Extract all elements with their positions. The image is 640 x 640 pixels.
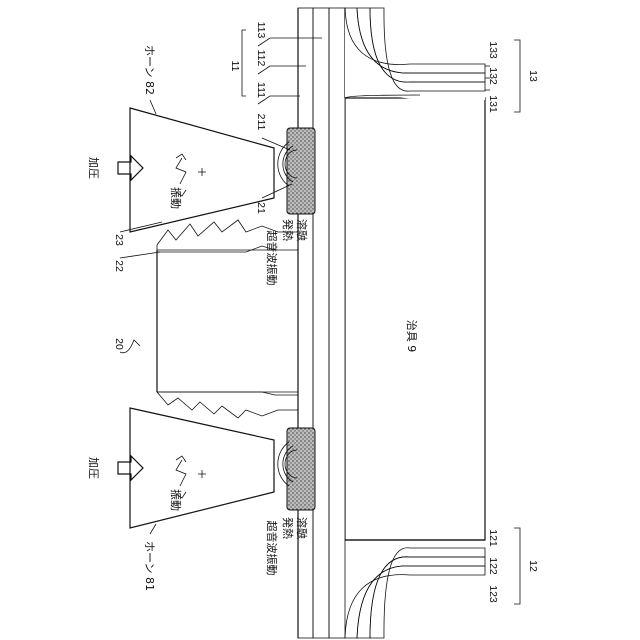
ref-131: 131 bbox=[487, 95, 499, 113]
horn-82: 振動 bbox=[130, 108, 274, 232]
ref-23: 23 bbox=[113, 234, 125, 246]
horn-81-vibration-label: 振動 bbox=[169, 489, 183, 511]
pressure-label-bottom: 加圧 bbox=[87, 457, 100, 479]
sheet-13 bbox=[345, 8, 485, 100]
weld-zone-top bbox=[278, 128, 315, 214]
ref-22: 22 bbox=[113, 260, 125, 272]
jig-9: 治具 9 bbox=[345, 98, 485, 540]
horn-81: 振動 bbox=[130, 408, 274, 528]
ref-133: 133 bbox=[487, 41, 499, 59]
ref-112: 112 bbox=[255, 50, 267, 67]
heat-label-top: 発熱 bbox=[281, 219, 295, 241]
ref-121: 121 bbox=[487, 529, 499, 547]
heat-label-bottom: 発熱 bbox=[281, 517, 295, 539]
melt-label-bottom: 溶融 bbox=[295, 517, 309, 539]
sheet-11 bbox=[298, 8, 345, 638]
ref-12: 12 bbox=[527, 560, 539, 572]
ultrasonic-label-bottom: 超音波振動 bbox=[265, 521, 279, 576]
ref-13: 13 bbox=[527, 70, 539, 82]
ref-122: 122 bbox=[487, 557, 499, 575]
ref-111: 111 bbox=[255, 82, 267, 98]
ref-20: 20 bbox=[113, 338, 125, 350]
horn-81-label: ホーン 81 bbox=[143, 541, 156, 591]
ultrasonic-label-top: 超音波振動 bbox=[265, 231, 279, 286]
ref-11: 11 bbox=[229, 61, 241, 72]
weld-zone-bottom bbox=[278, 428, 315, 510]
sheet-12 bbox=[345, 540, 485, 638]
horn-82-label: ホーン 82 bbox=[143, 45, 156, 95]
jig-label: 治具 9 bbox=[405, 320, 419, 353]
horn-82-vibration-label: 振動 bbox=[169, 187, 183, 209]
ref-113: 113 bbox=[255, 22, 267, 39]
melt-label-top: 溶融 bbox=[295, 219, 309, 241]
pressure-label-top: 加圧 bbox=[87, 157, 100, 179]
ref-211: 211 bbox=[255, 114, 267, 131]
ref-123: 123 bbox=[487, 585, 499, 603]
ref-132: 132 bbox=[487, 67, 499, 85]
ref-21: 21 bbox=[255, 202, 267, 214]
